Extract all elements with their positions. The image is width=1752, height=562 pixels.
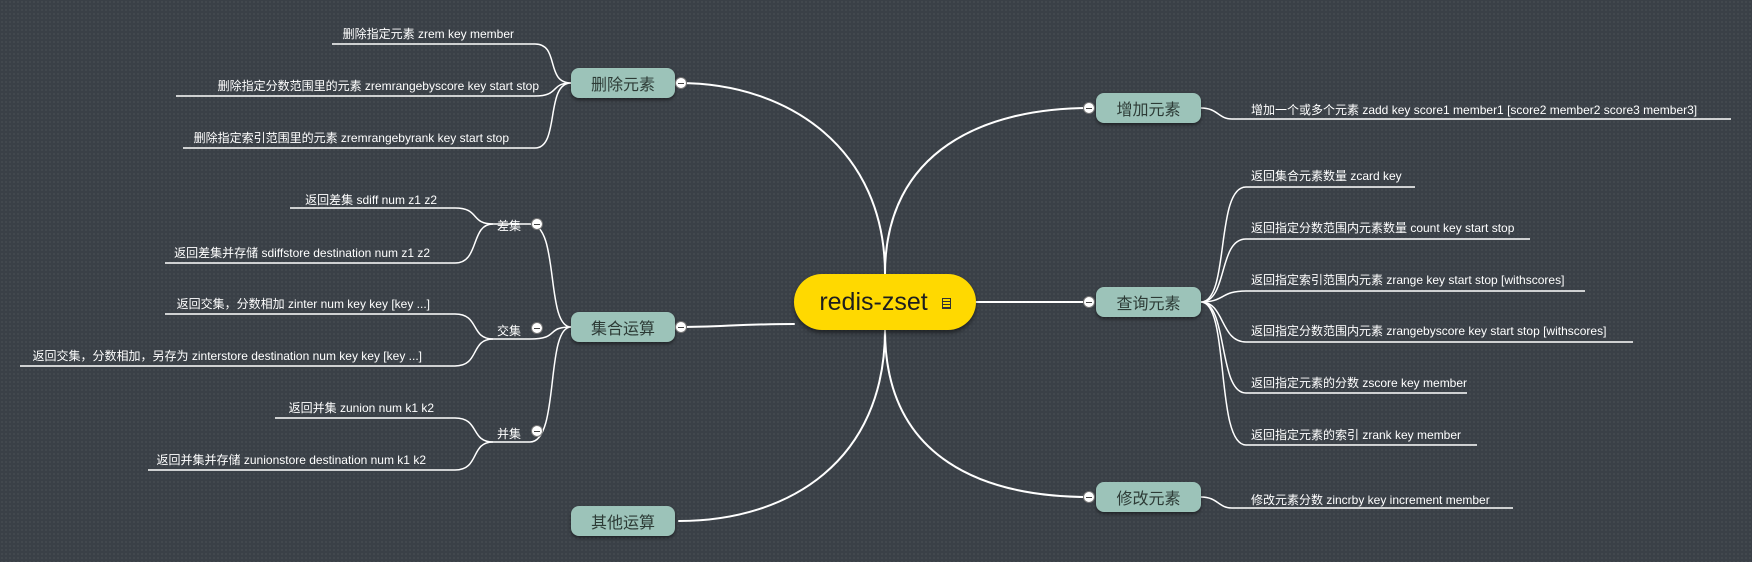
leaf-query-1[interactable]: 返回指定分数范围内元素数量 count key start stop xyxy=(1251,221,1515,235)
leaf-diff-1[interactable]: 返回差集并存储 sdiffstore destination num z1 z2 xyxy=(174,246,430,260)
group-inter-label[interactable]: 交集 xyxy=(497,324,522,338)
group-diff-label[interactable]: 差集 xyxy=(497,219,522,233)
leaf-inter-0[interactable]: 返回交集，分数相加 zinter num key key [key ...] xyxy=(176,297,430,311)
edge-root-delete xyxy=(678,82,886,275)
leaf-query-4[interactable]: 返回指定元素的分数 zscore key member xyxy=(1251,376,1468,390)
collapse-minus-icon[interactable] xyxy=(1083,296,1095,308)
branch-modify[interactable]: 修改元素 xyxy=(1096,482,1201,512)
collapse-minus-icon[interactable] xyxy=(531,218,543,230)
leaf-query-5[interactable]: 返回指定元素的索引 zrank key member xyxy=(1251,428,1462,442)
collapse-minus-icon[interactable] xyxy=(1083,102,1095,114)
leaf-query-3[interactable]: 返回指定分数范围内元素 zrangebyscore key start stop… xyxy=(1251,324,1607,338)
group-union-label[interactable]: 并集 xyxy=(497,427,522,441)
edge-root-modify xyxy=(884,329,1091,498)
branch-other[interactable]: 其他运算 xyxy=(571,506,675,536)
collapse-minus-icon[interactable] xyxy=(675,77,687,89)
branch-add-label: 增加元素 xyxy=(1116,102,1181,119)
edge-root-other xyxy=(678,329,886,522)
branch-add[interactable]: 增加元素 xyxy=(1096,93,1201,123)
collapse-minus-icon[interactable] xyxy=(1083,491,1095,503)
root-title: redis-zset xyxy=(819,287,928,316)
branch-set-ops-label: 集合运算 xyxy=(590,321,655,338)
leaf-delete-0[interactable]: 删除指定元素 zrem key member xyxy=(342,27,514,41)
leaf-modify-0[interactable]: 修改元素分数 zincrby key increment member xyxy=(1251,493,1490,507)
root-node[interactable]: redis-zset xyxy=(794,274,976,330)
branch-delete-label: 删除元素 xyxy=(590,77,655,94)
collapse-minus-icon[interactable] xyxy=(675,321,687,333)
collapse-minus-icon[interactable] xyxy=(531,425,543,437)
branch-query[interactable]: 查询元素 xyxy=(1096,287,1201,317)
leaf-query-0[interactable]: 返回集合元素数量 zcard key xyxy=(1251,169,1402,183)
branch-query-label: 查询元素 xyxy=(1116,296,1181,313)
edge-root-add xyxy=(884,107,1091,275)
note-icon[interactable] xyxy=(941,297,951,309)
leaf-diff-0[interactable]: 返回差集 sdiff num z1 z2 xyxy=(305,193,437,207)
branch-modify-label: 修改元素 xyxy=(1116,491,1181,508)
branch-delete[interactable]: 删除元素 xyxy=(571,68,675,98)
leaf-delete-2[interactable]: 删除指定索引范围里的元素 zremrangebyrank key start s… xyxy=(193,131,509,145)
leaf-add-0[interactable]: 增加一个或多个元素 zadd key score1 member1 [score… xyxy=(1251,103,1698,117)
branch-other-label: 其他运算 xyxy=(590,515,655,532)
leaf-inter-1[interactable]: 返回交集，分数相加，另存为 zinterstore destination nu… xyxy=(32,349,422,363)
branch-set-ops[interactable]: 集合运算 xyxy=(571,312,675,342)
leaf-delete-1[interactable]: 删除指定分数范围里的元素 zremrangebyscore key start … xyxy=(217,79,539,93)
leaf-query-2[interactable]: 返回指定索引范围内元素 zrange key start stop [withs… xyxy=(1251,273,1565,287)
edge-root-setops xyxy=(678,323,795,328)
collapse-minus-icon[interactable] xyxy=(531,322,543,334)
leaf-union-1[interactable]: 返回并集并存储 zunionstore destination num k1 k… xyxy=(156,453,426,467)
leaf-union-0[interactable]: 返回并集 zunion num k1 k2 xyxy=(288,401,434,415)
